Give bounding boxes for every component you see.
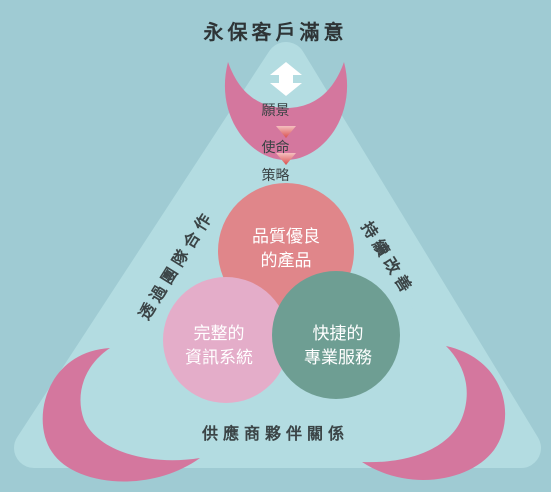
circle-left bbox=[163, 277, 289, 403]
circle-right-label: 快捷的 專業服務 bbox=[268, 322, 408, 370]
down-arrow-icon bbox=[276, 126, 296, 138]
circle-right bbox=[272, 271, 400, 399]
circle-top-label: 品質優良 的產品 bbox=[216, 225, 356, 273]
circle-top-line: 的產品 bbox=[260, 251, 312, 271]
flow-step-mission: 使命 bbox=[261, 140, 290, 156]
side-label-bottom: 供應商夥伴關係 bbox=[201, 424, 349, 443]
diagram-title: 永保客戶滿意 bbox=[203, 20, 348, 44]
circle-left-line: 資訊系統 bbox=[185, 348, 253, 368]
flow-step-strategy: 策略 bbox=[261, 168, 290, 184]
crescent-bottom-right bbox=[362, 346, 506, 480]
circle-left-label: 完整的 資訊系統 bbox=[149, 322, 289, 370]
circle-right-line: 專業服務 bbox=[304, 348, 372, 368]
circle-right-line: 快捷的 bbox=[312, 324, 364, 344]
crescent-top bbox=[224, 62, 348, 160]
double-arrow-icon bbox=[270, 62, 302, 96]
down-arrow-icon bbox=[276, 153, 296, 165]
flow-step-vision: 願景 bbox=[261, 103, 290, 119]
circle-left-line: 完整的 bbox=[193, 324, 245, 344]
crescent-bottom-left bbox=[42, 348, 200, 482]
circle-top-line: 品質優良 bbox=[252, 227, 320, 247]
